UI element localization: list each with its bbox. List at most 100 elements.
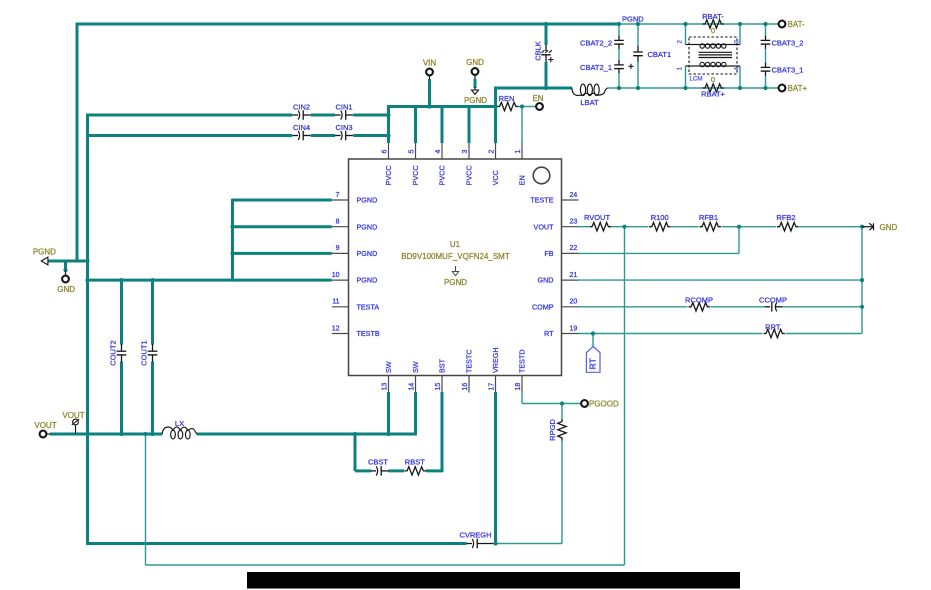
svg-text:COMP: COMP — [532, 302, 554, 311]
svg-text:CIN4: CIN4 — [293, 123, 310, 132]
svg-text:CBAT2_2: CBAT2_2 — [580, 38, 612, 47]
svg-text:23: 23 — [570, 219, 578, 226]
svg-text:CBLK: CBLK — [533, 41, 542, 61]
svg-text:RFB2: RFB2 — [776, 213, 795, 222]
svg-text:24: 24 — [570, 192, 578, 199]
svg-text:LX: LX — [175, 419, 184, 428]
svg-text:GND: GND — [880, 223, 898, 232]
svg-text:CBAT3_1: CBAT3_1 — [772, 65, 804, 74]
svg-text:RRT: RRT — [765, 323, 781, 332]
svg-text:13: 13 — [382, 383, 389, 391]
svg-text:BST: BST — [438, 358, 447, 373]
svg-text:3: 3 — [734, 40, 741, 44]
svg-text:BAT-: BAT- — [788, 20, 806, 29]
svg-text:LBAT: LBAT — [580, 98, 599, 107]
svg-text:PVCC: PVCC — [438, 165, 447, 185]
svg-text:RBST: RBST — [405, 458, 425, 467]
svg-text:TESTA: TESTA — [357, 302, 380, 311]
svg-text:8: 8 — [336, 219, 340, 226]
svg-text:COUT1: COUT1 — [140, 340, 149, 365]
svg-text:CBAT2_1: CBAT2_1 — [580, 63, 612, 72]
svg-text:SW: SW — [411, 361, 420, 373]
svg-text:2: 2 — [677, 40, 684, 44]
svg-text:0: 0 — [711, 75, 715, 84]
svg-text:PGND: PGND — [357, 222, 378, 231]
svg-text:VOUT: VOUT — [34, 421, 56, 430]
svg-text:1: 1 — [677, 67, 684, 71]
svg-text:RFB1: RFB1 — [699, 213, 718, 222]
svg-text:PGND: PGND — [622, 14, 644, 23]
svg-text:9: 9 — [336, 245, 340, 252]
svg-text:7: 7 — [336, 192, 340, 199]
svg-text:PVCC: PVCC — [465, 165, 474, 185]
svg-text:RBAT+: RBAT+ — [701, 90, 725, 99]
svg-text:BAT+: BAT+ — [788, 84, 808, 93]
svg-text:6: 6 — [382, 150, 389, 154]
svg-text:12: 12 — [332, 325, 340, 332]
svg-text:RVOUT: RVOUT — [584, 213, 611, 222]
svg-text:PGND: PGND — [357, 249, 378, 258]
svg-text:PVCC: PVCC — [384, 165, 393, 185]
svg-text:RBAT-: RBAT- — [702, 12, 724, 21]
svg-text:REN: REN — [499, 94, 515, 103]
svg-text:CVREGH: CVREGH — [459, 530, 491, 539]
svg-text:CBAT1: CBAT1 — [648, 50, 672, 59]
svg-text:CIN1: CIN1 — [335, 103, 352, 112]
svg-text:PGND: PGND — [444, 278, 467, 287]
svg-text:BD9V100MUF_VQFN24_SMT: BD9V100MUF_VQFN24_SMT — [401, 252, 510, 261]
svg-text:RT: RT — [544, 329, 554, 338]
svg-text:GND: GND — [466, 58, 484, 67]
svg-text:20: 20 — [570, 299, 578, 306]
svg-text:GND: GND — [57, 285, 75, 294]
svg-text:PGND: PGND — [33, 247, 56, 256]
svg-text:FB: FB — [544, 249, 553, 258]
svg-text:17: 17 — [489, 383, 496, 391]
svg-text:VOUT: VOUT — [534, 222, 555, 231]
svg-text:5: 5 — [409, 150, 416, 154]
svg-text:CBST: CBST — [368, 458, 388, 467]
svg-text:PGND: PGND — [357, 276, 378, 285]
svg-text:CCOMP: CCOMP — [759, 296, 787, 305]
svg-text:14: 14 — [409, 383, 416, 391]
svg-text:19: 19 — [570, 325, 578, 332]
svg-text:16: 16 — [462, 383, 469, 391]
svg-text:10: 10 — [332, 272, 340, 279]
svg-text:4: 4 — [435, 150, 442, 154]
svg-text:1: 1 — [515, 150, 522, 154]
svg-text:TESTC: TESTC — [465, 349, 474, 373]
svg-text:TESTB: TESTB — [357, 329, 380, 338]
svg-text:VCC: VCC — [491, 170, 500, 185]
svg-text:VOUT: VOUT — [62, 411, 84, 420]
svg-text:PGND: PGND — [357, 196, 378, 205]
svg-text:2: 2 — [489, 150, 496, 154]
svg-text:PGND: PGND — [464, 96, 487, 105]
svg-text:CIN3: CIN3 — [335, 123, 352, 132]
svg-text:21: 21 — [570, 272, 578, 279]
svg-text:TESTE: TESTE — [530, 196, 553, 205]
svg-text:15: 15 — [435, 383, 442, 391]
svg-text:EN: EN — [532, 94, 543, 103]
svg-text:EN: EN — [518, 175, 527, 185]
svg-text:PVCC: PVCC — [411, 165, 420, 185]
svg-text:R100: R100 — [651, 213, 669, 222]
svg-text:RCOMP: RCOMP — [685, 296, 713, 305]
svg-text:CIN2: CIN2 — [293, 103, 310, 112]
svg-text:U1: U1 — [450, 240, 461, 249]
svg-text:0: 0 — [711, 26, 715, 35]
svg-text:GND: GND — [538, 276, 554, 285]
svg-text:18: 18 — [515, 383, 522, 391]
svg-text:SW: SW — [384, 361, 393, 373]
svg-text:COUT2: COUT2 — [109, 340, 118, 365]
svg-text:4: 4 — [734, 67, 741, 71]
svg-text:VIN: VIN — [423, 59, 437, 68]
svg-text:PGOOD: PGOOD — [589, 400, 619, 409]
svg-text:11: 11 — [332, 299, 339, 306]
svg-text:CBAT3_2: CBAT3_2 — [772, 38, 804, 47]
svg-text:RT: RT — [588, 357, 598, 369]
svg-text:TESTD: TESTD — [518, 349, 527, 373]
svg-text:VREGH: VREGH — [491, 347, 500, 373]
svg-text:LCM: LCM — [690, 76, 703, 83]
svg-text:3: 3 — [462, 150, 469, 154]
svg-text:RPGD: RPGD — [548, 419, 557, 441]
svg-text:22: 22 — [570, 245, 578, 252]
